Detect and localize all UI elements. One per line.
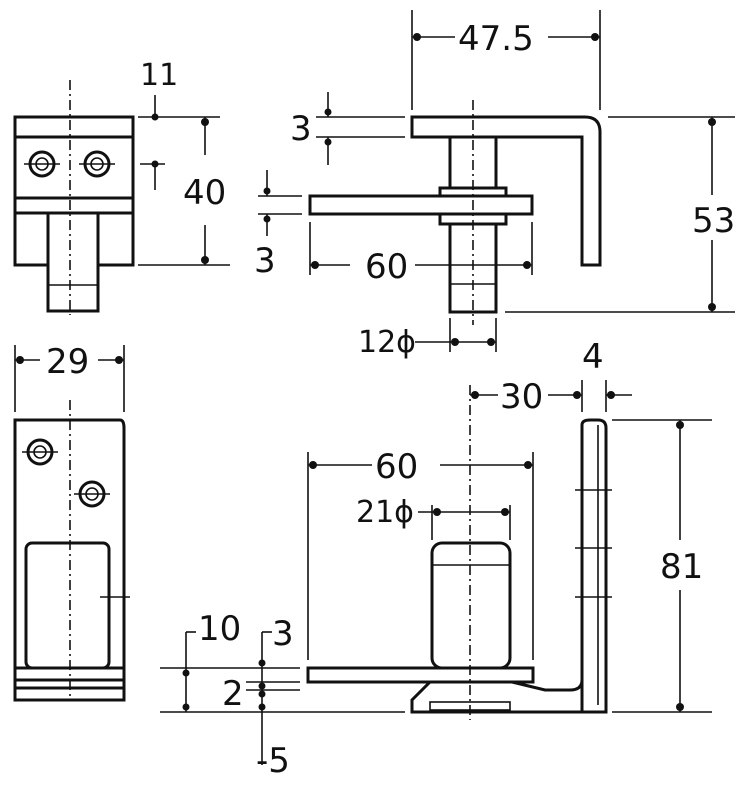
dim-40: 40 xyxy=(183,173,226,213)
dim-81: 81 xyxy=(660,547,703,587)
screw-icon xyxy=(79,150,115,178)
bottom-vertical-plate xyxy=(580,418,608,714)
dim-minus-5: -5 xyxy=(256,741,290,781)
bottom-plate xyxy=(306,666,535,684)
dim-29: 29 xyxy=(46,342,89,382)
dim-21-phi: 21ϕ xyxy=(356,495,414,530)
dim-12-phi: 12ϕ xyxy=(358,325,416,360)
top-left-view: 11 40 xyxy=(13,58,230,315)
screw-icon xyxy=(22,438,58,466)
screw-icon xyxy=(24,150,60,178)
dim-2: 2 xyxy=(222,674,244,714)
bottom-right-view: 30 4 60 21ϕ 81 10 xyxy=(160,337,712,781)
dim-3-bottom: 3 xyxy=(272,614,294,654)
dim-53: 53 xyxy=(692,201,735,241)
dim-10: 10 xyxy=(198,609,241,649)
top-left-pin xyxy=(46,211,100,313)
dim-11: 11 xyxy=(140,58,178,93)
bottom-left-view: 29 xyxy=(13,342,130,702)
screw-icon xyxy=(74,480,110,508)
dim-3-plate: 3 xyxy=(254,241,276,281)
dim-30: 30 xyxy=(500,377,543,417)
top-arm xyxy=(410,115,602,267)
dim-47-5: 47.5 xyxy=(458,19,534,59)
bottom-pin xyxy=(430,541,512,670)
top-plate xyxy=(308,194,534,216)
dim-60-top: 60 xyxy=(365,247,408,287)
top-right-view: 47.5 3 53 3 60 xyxy=(254,10,735,360)
dim-3-flange: 3 xyxy=(290,109,312,149)
dim-4: 4 xyxy=(582,337,604,377)
dim-60-bottom: 60 xyxy=(375,447,418,487)
